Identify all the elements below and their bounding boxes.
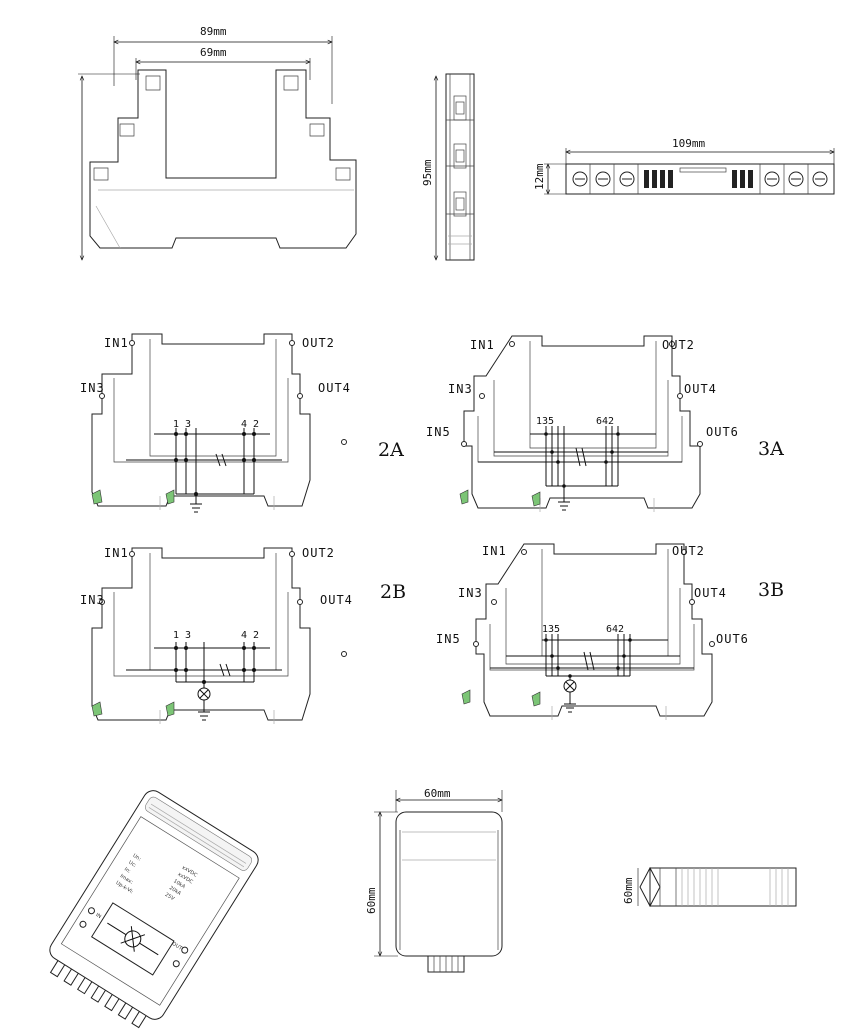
box-front-view: 60mm 60mm [365,787,503,973]
dim-height: 95mm [421,159,434,186]
dim-front-outer: 89mm [200,25,227,38]
label-out6-3a: OUT6 [706,425,739,439]
pins-left-3b: 135 [542,624,560,635]
label-out2-2b: OUT2 [302,546,335,560]
device-rating-label: Un: Uc: In: Imax: Up-k-Vi: xxVDC xxVDC 1… [115,853,199,903]
label-out2-2a: OUT2 [302,336,335,350]
diagram-2b: 1 3 4 2 IN1 IN3 OUT2 OUT4 2B [80,546,406,725]
side-view: 95mm [421,73,475,261]
label-in3-3a: IN3 [448,382,473,396]
label-out4-3b: OUT4 [694,586,727,600]
label-out4-2a: OUT4 [318,381,351,395]
variant-label-2a: 2A [378,439,404,461]
diagram-2a: 1 3 4 2 IN1 IN3 OUT2 OUT4 2A [80,333,404,513]
label-in1-2b: IN1 [104,546,129,560]
pins-right-2b: 4 2 [241,630,259,641]
front-view: 89mm 69mm [78,25,357,260]
label-out4-2b: OUT4 [320,593,353,607]
dim-side-width: 60mm [622,877,635,904]
device-isometric-view: Un: Uc: In: Imax: Up-k-Vi: xxVDC xxVDC 1… [49,790,259,1029]
rating-right-4: 25V [164,892,176,903]
label-in3-2b: IN3 [80,593,105,607]
label-in5-3a: IN5 [426,425,451,439]
dim-front-inner: 69mm [200,46,227,59]
top-view: 109mm 12mm [533,137,835,195]
pins-right-3a: 642 [596,416,614,427]
label-out6-3b: OUT6 [716,632,749,646]
pins-left-2a: 1 3 [173,419,191,430]
dim-top-width: 12mm [533,163,546,190]
label-in3-3b: IN3 [458,586,483,600]
pins-left-2b: 1 3 [173,630,191,641]
variant-label-3b: 3B [758,579,784,601]
rating-left-0: Un: [132,853,143,863]
label-out2-3a: OUT2 [662,338,695,352]
dim-box-height: 60mm [365,887,378,914]
device-out-label: OUT [171,941,184,952]
device-in-label: IN [94,912,102,920]
pins-left-3a: 135 [536,416,554,427]
box-side-view: 60mm [622,866,797,908]
diagram-3a: 135 642 IN1 IN3 IN5 OUT2 OUT4 OUT6 3A [426,335,784,513]
label-in1-3b: IN1 [482,544,507,558]
dim-top-length: 109mm [672,137,705,150]
variant-label-3a: 3A [758,438,784,460]
label-out2-3b: OUT2 [672,544,705,558]
rating-left-2: In: [123,866,132,875]
label-out4-3a: OUT4 [684,382,717,396]
pins-right-2a: 4 2 [241,419,259,430]
pins-right-3b: 642 [606,624,624,635]
label-in3-2a: IN3 [80,381,105,395]
label-in5-3b: IN5 [436,632,461,646]
dim-box-width: 60mm [424,787,451,800]
rating-left-1: Uc: [127,860,137,870]
label-in1-2a: IN1 [104,336,129,350]
variant-label-2b: 2B [380,581,406,603]
label-in1-3a: IN1 [470,338,495,352]
diagram-3b: 135 642 IN1 IN3 IN5 OUT2 OUT4 OUT6 3B [436,543,784,721]
